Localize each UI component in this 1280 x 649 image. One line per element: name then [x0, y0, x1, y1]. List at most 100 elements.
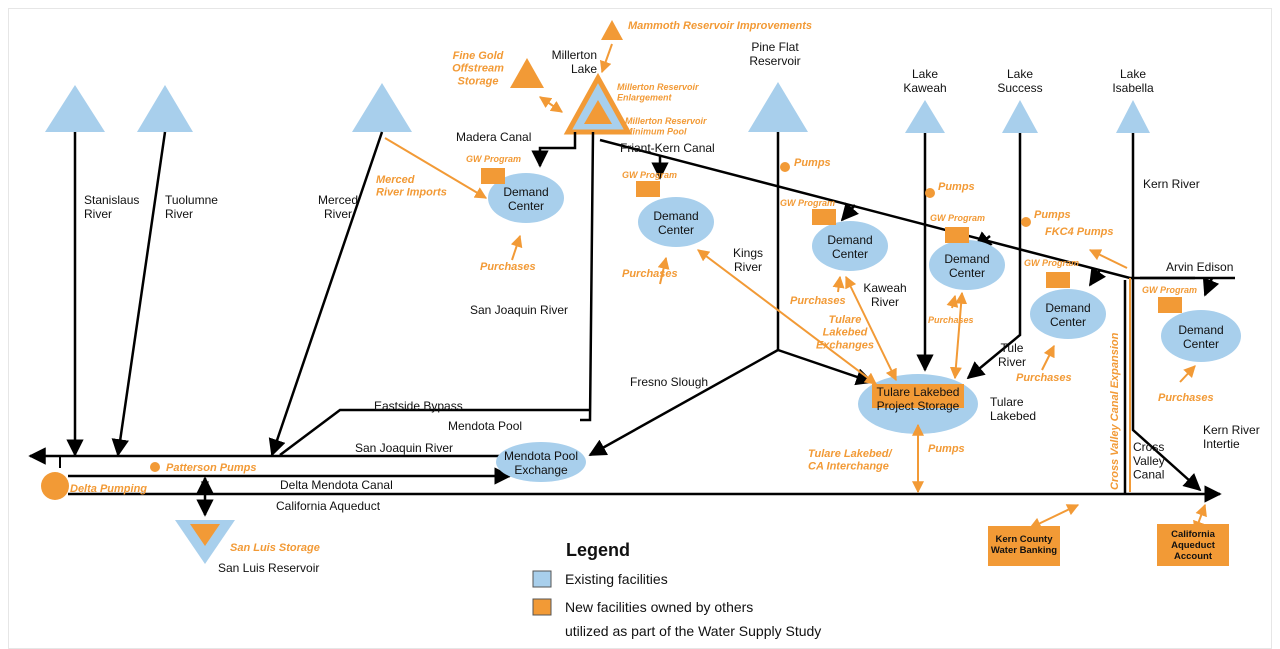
purchases-label-6: Purchases: [1158, 392, 1214, 404]
demand-center-5: [1030, 289, 1106, 339]
stanislaus-river-label-line: Stanislaus: [84, 193, 139, 207]
tulare-exchanges-label-line: Lakebed: [823, 327, 868, 339]
fine-gold-label-line: Fine Gold: [453, 50, 504, 62]
pumps-label-4: Pumps: [928, 443, 965, 455]
gw-program-label-6: GW Program: [1142, 285, 1197, 295]
lake-kaweah-label-line: Kaweah: [903, 81, 946, 95]
gw-program-label-5: GW Program: [1024, 258, 1079, 268]
stanislaus-reservoir-triangle: [45, 85, 105, 132]
millerton-inner-triangle: [584, 100, 612, 124]
demand-center-3-label-line: Demand: [827, 233, 872, 247]
millerton-enlargement-label-line: Millerton Reservoir: [617, 82, 699, 92]
pump-dots: [150, 162, 1031, 472]
legend-existing-label: Existing facilities: [565, 571, 668, 587]
lake-kaweah-triangle: [905, 100, 945, 133]
millerton-lake-label-line: Millerton: [552, 48, 597, 62]
madera-canal-label: Madera Canal: [456, 130, 531, 144]
demand-center-1: [488, 173, 564, 223]
merced-river-label-line: Merced: [318, 193, 358, 207]
lake-isabella-label-line: Isabella: [1112, 81, 1154, 95]
demand-center-2-label-line: Center: [658, 223, 694, 237]
tule-river-label-line: River: [998, 355, 1026, 369]
demand-center-2: [638, 197, 714, 247]
legend-new-label-2: utilized as part of the Water Supply Stu…: [565, 623, 821, 639]
kern-intertie-label-line: Kern River: [1203, 423, 1260, 437]
tulare-storage-label-line: Tulare Lakebed: [877, 385, 960, 399]
ca-aqueduct-account-label-line: California: [1171, 529, 1216, 540]
kern-banking-label-line: Water Banking: [991, 545, 1057, 556]
tulare-ca-interchange-label-line: Tulare Lakebed/: [808, 448, 893, 460]
kern-banking-box: [988, 526, 1060, 566]
merced-imports-label-line: Merced: [376, 174, 415, 186]
cross-valley-canal-label-line: Canal: [1133, 468, 1164, 482]
demand-center-4-label-line: Center: [949, 266, 985, 280]
kings-river-label-line: Kings: [733, 246, 763, 260]
fine-gold-label-line: Offstream: [452, 63, 504, 75]
purchases-label-1: Purchases: [480, 261, 536, 273]
pumps-label-1: Pumps: [794, 157, 831, 169]
orange-links: [384, 43, 1207, 534]
stanislaus-river-label-line: River: [84, 207, 112, 221]
kern-banking-label-line: Kern County: [996, 534, 1054, 545]
demand-center-2-label-line: Demand: [653, 209, 698, 223]
merced-imports-label-line: River Imports: [376, 187, 447, 199]
legend-title: Legend: [566, 540, 630, 560]
delta-pumping-node: [41, 472, 69, 500]
merced-reservoir-triangle: [352, 83, 412, 132]
pumps-label-2: Pumps: [938, 181, 975, 193]
demand-center-4: [929, 240, 1005, 290]
tulare-storage-label-line: Project Storage: [877, 399, 960, 413]
demand-center-6: [1161, 310, 1241, 362]
demand-center-4-label-line: Demand: [944, 252, 989, 266]
arvin-edison-label: Arvin Edison: [1166, 260, 1233, 274]
gw-program-label-2: GW Program: [622, 170, 677, 180]
eastside-bypass-label: Eastside Bypass: [374, 399, 463, 413]
purchases-label-4: Purchases: [928, 315, 974, 325]
fine-gold-storage-triangle: [510, 58, 544, 88]
cross-marker: x: [201, 477, 210, 494]
san-joaquin-upper-label: San Joaquin River: [470, 303, 568, 317]
legend-existing-swatch: [532, 570, 552, 588]
delta-mendota-label: Delta Mendota Canal: [280, 478, 393, 492]
lake-kaweah-label-line: Lake: [912, 67, 938, 81]
mendota-exchange-label-line: Mendota Pool: [504, 449, 578, 463]
tulare-exchanges-label-line: Exchanges: [816, 339, 874, 351]
pine-flat-reservoir-triangle: [748, 82, 808, 132]
ca-aqueduct-account-label-line: Account: [1174, 551, 1213, 562]
cross-valley-expansion-label: Cross Valley Canal Expansion: [1109, 332, 1121, 490]
san-luis-storage-triangle: [190, 524, 220, 546]
lake-success-triangle: [1002, 100, 1038, 133]
san-luis-storage-label: San Luis Storage: [230, 542, 320, 554]
millerton-minimum-pool-label-line: Millerton Reservoir: [625, 116, 707, 126]
tuolumne-river-label-line: River: [165, 207, 193, 221]
cross-valley-canal-label-line: Valley: [1133, 454, 1165, 468]
patterson-pumps-label: Patterson Pumps: [166, 462, 256, 474]
tulare-exchanges-label-line: Tulare: [829, 314, 862, 326]
lake-isabella-triangle: [1116, 100, 1150, 133]
mammoth-label: Mammoth Reservoir Improvements: [628, 20, 812, 32]
pumps-label-3: Pumps: [1034, 209, 1071, 221]
tulare-storage-highlight: [872, 384, 964, 408]
lake-isabella-label-line: Lake: [1120, 67, 1146, 81]
pine-flat-label-line: Reservoir: [749, 54, 800, 68]
tulare-lakebed-label-line: Lakebed: [990, 409, 1036, 423]
